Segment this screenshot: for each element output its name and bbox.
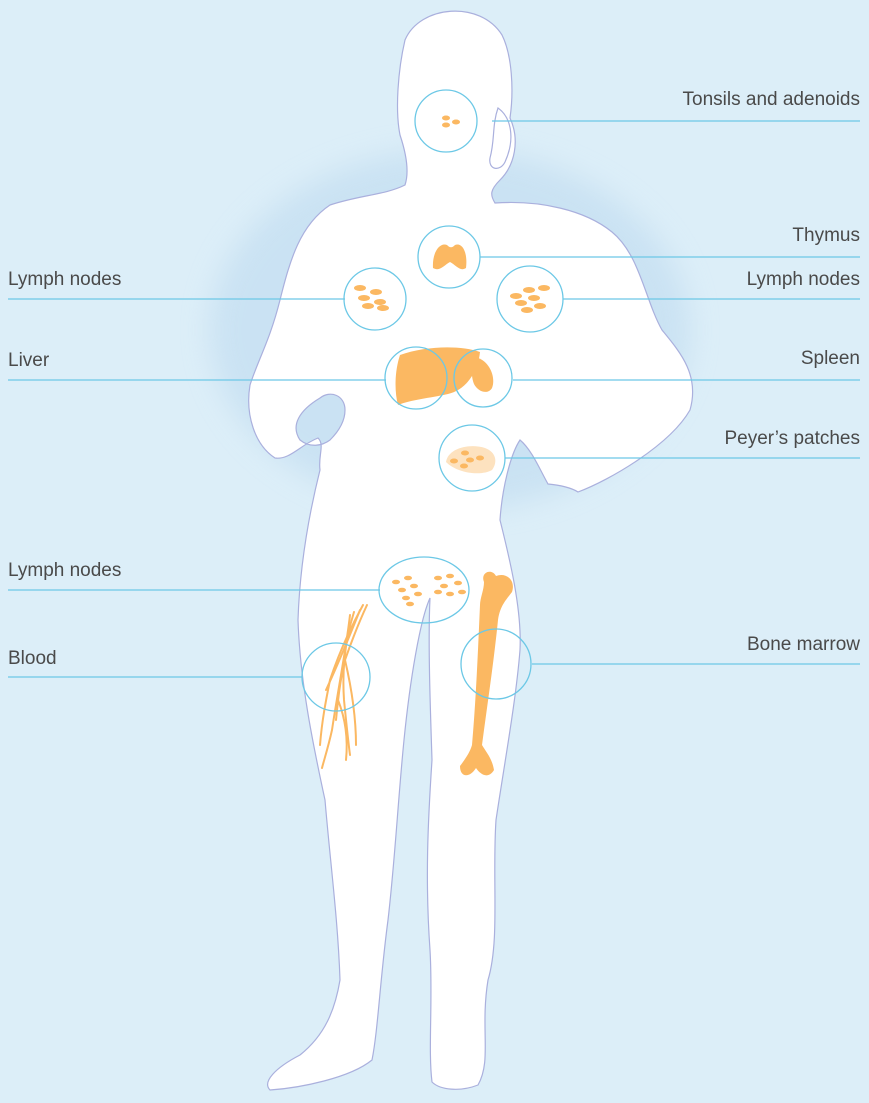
label-tonsils-and-adenoids: Tonsils and adenoids <box>683 89 860 111</box>
label-peyers-patches: Peyer’s patches <box>724 428 860 450</box>
label-spleen: Spleen <box>801 348 860 370</box>
label-thymus: Thymus <box>792 225 860 247</box>
label-lymph-nodes-left: Lymph nodes <box>8 269 121 291</box>
label-bone-marrow: Bone marrow <box>747 634 860 656</box>
label-blood: Blood <box>8 648 57 670</box>
label-lymph-nodes-groin: Lymph nodes <box>8 560 121 582</box>
body-silhouette <box>249 11 693 1090</box>
label-liver: Liver <box>8 350 49 372</box>
label-lymph-nodes-right: Lymph nodes <box>747 269 860 291</box>
